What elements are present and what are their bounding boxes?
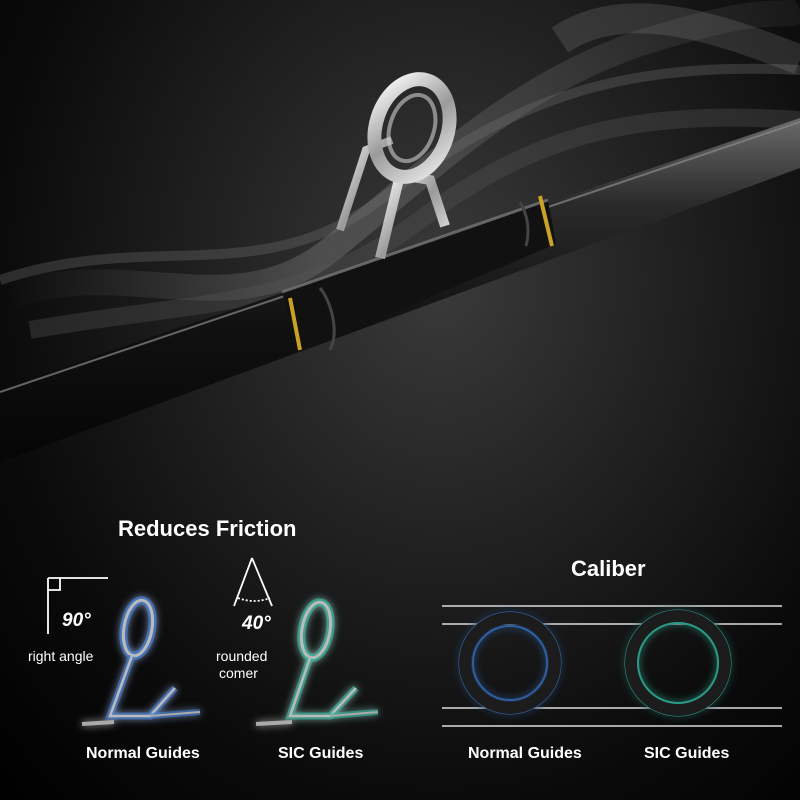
sic-angle-desc-line2: comer xyxy=(219,665,258,681)
sic-guide-icon xyxy=(255,598,379,726)
right-angle-icon xyxy=(47,577,108,634)
normal-angle-label: 90° xyxy=(62,610,91,631)
rod-guide-icon xyxy=(336,72,457,260)
caliber-sic-caption: SIC Guides xyxy=(644,745,730,762)
normal-guide-ring-icon xyxy=(458,611,562,715)
normal-guide-icon xyxy=(81,596,201,726)
caliber-normal-caption: Normal Guides xyxy=(468,745,582,762)
normal-guides-caption: Normal Guides xyxy=(86,745,200,762)
sic-guide-ring-icon xyxy=(624,609,732,717)
normal-angle-desc: right angle xyxy=(28,648,94,664)
sic-guides-caption: SIC Guides xyxy=(278,745,364,762)
caliber-title: Caliber xyxy=(571,556,646,581)
friction-title: Reduces Friction xyxy=(118,516,297,541)
sic-angle-label: 40° xyxy=(242,613,271,634)
sic-angle-desc-line1: rounded xyxy=(216,648,268,664)
guide-wrap xyxy=(281,195,556,352)
angle-40-icon xyxy=(233,557,273,607)
